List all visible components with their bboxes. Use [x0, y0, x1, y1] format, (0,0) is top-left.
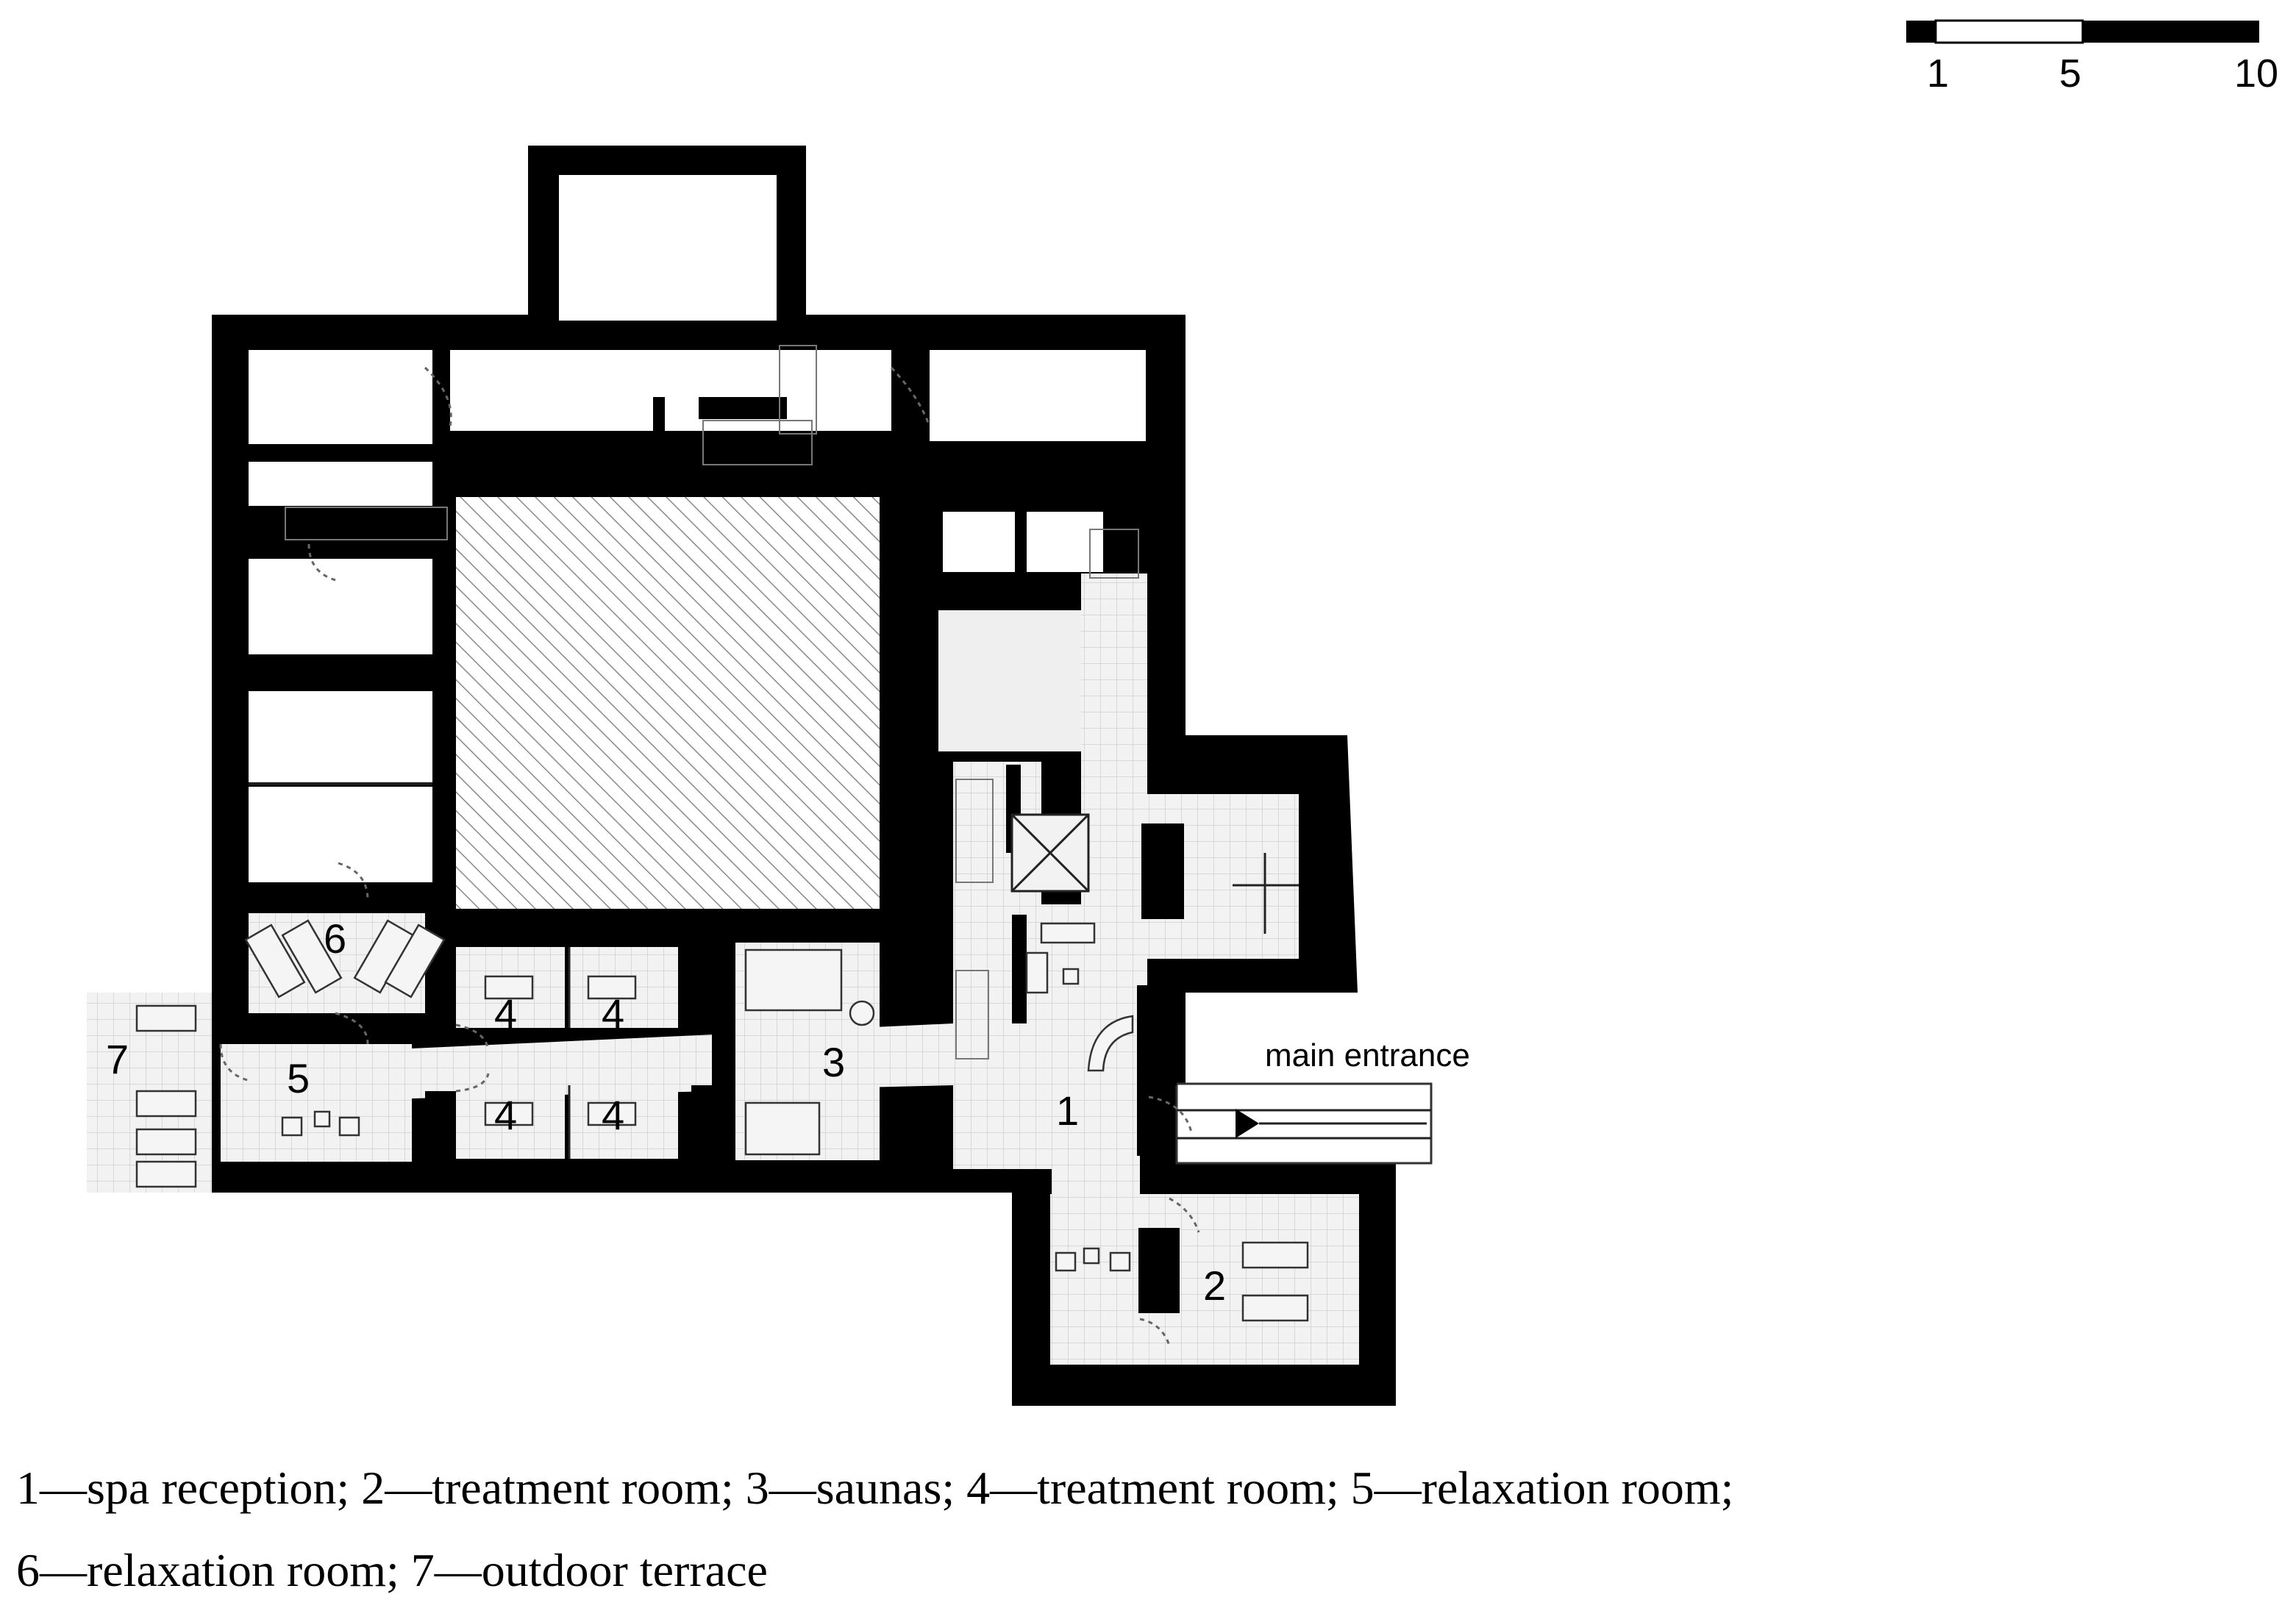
room-label-3: 3 — [822, 1039, 845, 1085]
stairs — [285, 345, 1139, 1060]
room-label-4b: 4 — [602, 990, 624, 1037]
terrace-loungers — [135, 1004, 197, 1188]
room-label-2: 2 — [1203, 1262, 1226, 1309]
legend-caption-line-1: 1—spa reception; 2—treatment room; 3—sau… — [16, 1462, 1734, 1514]
room-label-7: 7 — [106, 1036, 129, 1082]
inner-walls — [249, 397, 1184, 1313]
scale-tick-10: 10 — [2234, 51, 2278, 96]
room-label-4c: 4 — [494, 1092, 517, 1138]
scale-bar: 1 5 10 — [1906, 19, 2278, 96]
scale-tick-1: 1 — [1927, 51, 1949, 96]
room-label-5: 5 — [287, 1055, 310, 1101]
entrance-arrow — [1236, 1109, 1427, 1138]
lift-symbol — [1010, 813, 1090, 893]
door-swings — [219, 366, 1200, 1346]
room-labels: 1 2 3 4 4 4 4 5 6 7 main entrance — [106, 915, 1470, 1309]
room-label-4d: 4 — [602, 1092, 624, 1138]
courtyard-hatched — [456, 497, 880, 909]
gridded-floors — [221, 573, 1433, 1365]
scale-tick-5: 5 — [2059, 51, 2081, 96]
furniture — [244, 853, 1309, 1322]
main-entrance-label: main entrance — [1265, 1037, 1470, 1073]
legend-caption-line-2: 6—relaxation room; 7—outdoor terrace — [16, 1544, 768, 1596]
room-label-6: 6 — [324, 915, 346, 962]
interior-rooms — [249, 175, 1146, 882]
room-label-4a: 4 — [494, 990, 517, 1037]
room-label-1: 1 — [1056, 1087, 1079, 1134]
